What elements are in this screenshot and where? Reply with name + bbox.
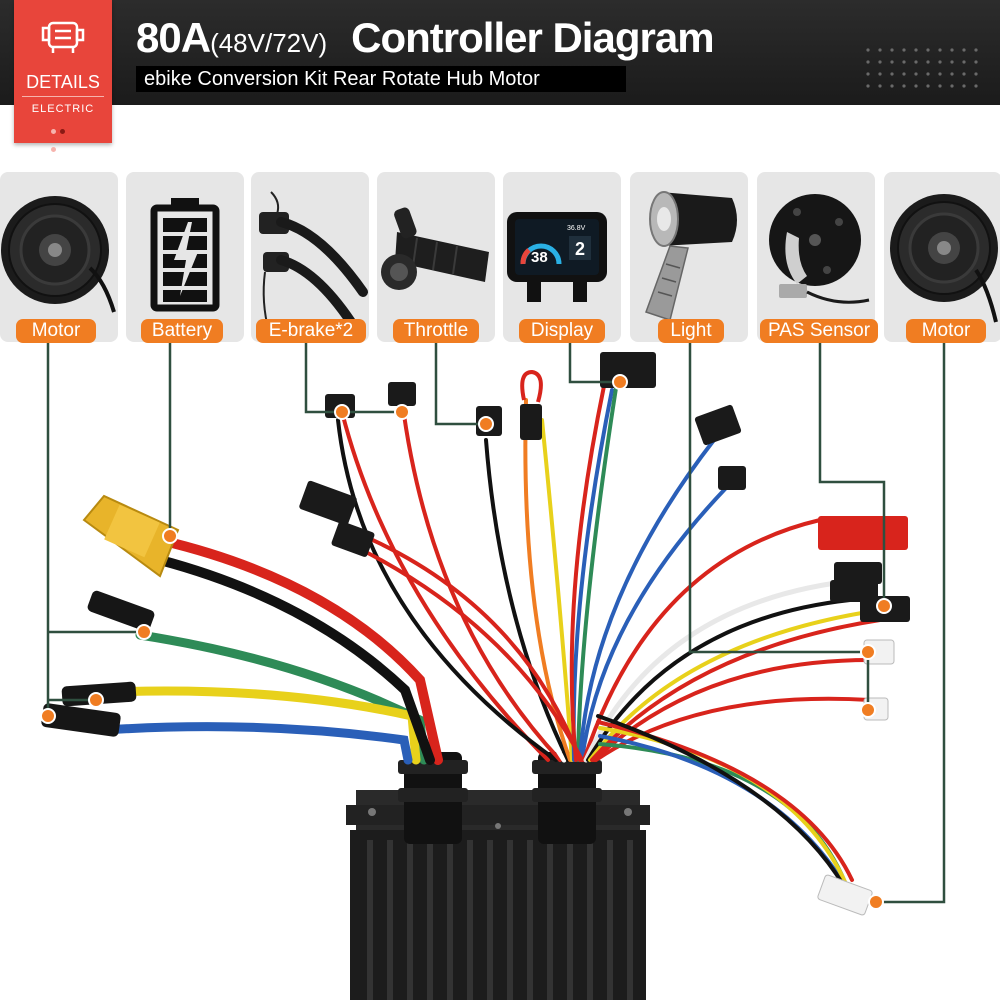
- throttle-grip-icon: [381, 207, 489, 290]
- header-dot: [962, 48, 966, 52]
- header-dot: [926, 60, 930, 64]
- header-dot: [950, 48, 954, 52]
- title-current-rating: 80A: [136, 14, 211, 61]
- lcd-display-icon: 38 2 36.8V: [507, 212, 607, 302]
- label-display: Display: [519, 319, 605, 343]
- display-gear: 2: [575, 239, 585, 259]
- signal-wires: [336, 384, 882, 896]
- header-dot: [938, 84, 942, 88]
- label-throttle: Throttle: [393, 319, 479, 343]
- hub-motor-icon: [1, 196, 116, 313]
- header-dot: [974, 84, 978, 88]
- header-dot: [878, 48, 882, 52]
- header-dot: [914, 60, 918, 64]
- page-subtitle: ebike Conversion Kit Rear Rotate Hub Mot…: [144, 68, 540, 90]
- header-dot: [914, 48, 918, 52]
- card-light: [630, 172, 748, 342]
- brake-lever-icon: [259, 191, 368, 333]
- phase-bullet-connectors: [41, 590, 155, 737]
- header-dot: [950, 84, 954, 88]
- title-voltage: (48V/72V): [210, 28, 328, 58]
- hub-motor-icon: [890, 194, 998, 323]
- cable-gland-left: [398, 752, 468, 844]
- header-dot: [890, 48, 894, 52]
- label-light: Light: [658, 319, 724, 343]
- header-dot: [974, 60, 978, 64]
- header-dot: [902, 48, 906, 52]
- header-dot: [938, 48, 942, 52]
- label-motor-right: Motor: [906, 319, 986, 343]
- header-dot: [974, 72, 978, 76]
- header-dot: [938, 60, 942, 64]
- header-dot: [902, 60, 906, 64]
- badge-sublabel: ELECTRIC: [31, 103, 95, 115]
- header-dot: [902, 72, 906, 76]
- header-dot: [890, 60, 894, 64]
- label-pas-sensor: PAS Sensor: [760, 319, 878, 343]
- header-dot: [938, 72, 942, 76]
- card-pas-sensor: [757, 172, 875, 342]
- header-dot: [926, 84, 930, 88]
- details-badge: DETAILS ELECTRIC: [14, 0, 112, 152]
- header-dot: [914, 72, 918, 76]
- motor-phase-wires: [100, 535, 443, 765]
- leader-lines: [46, 343, 946, 904]
- header-dot: [866, 72, 870, 76]
- header-dot: [962, 60, 966, 64]
- header-dot: [914, 84, 918, 88]
- header-dot: [950, 60, 954, 64]
- header-dot: [878, 84, 882, 88]
- label-battery: Battery: [141, 319, 223, 343]
- header-dot: [878, 72, 882, 76]
- header-dot: [962, 84, 966, 88]
- page-title: 80A(48V/72V) Controller Diagram: [136, 14, 715, 66]
- headlight-icon: [645, 191, 737, 321]
- header-dot: [902, 84, 906, 88]
- decorative-dot-grid: [866, 48, 978, 88]
- pas-sensor-icon: [769, 194, 870, 304]
- battery-icon: [150, 198, 220, 312]
- badge-dots: [51, 121, 77, 152]
- header-dot: [890, 84, 894, 88]
- battery-xt-connector: [82, 494, 180, 578]
- card-display: 38 2 36.8V: [503, 172, 621, 342]
- header-dot: [878, 60, 882, 64]
- badge-divider: [22, 96, 104, 97]
- label-motor-left: Motor: [16, 319, 96, 343]
- header-dot: [926, 72, 930, 76]
- subtitle-bar: ebike Conversion Kit Rear Rotate Hub Mot…: [136, 66, 626, 92]
- card-throttle: [377, 172, 495, 342]
- card-motor-left: [0, 172, 118, 342]
- display-voltage: 36.8V: [567, 225, 586, 232]
- header-dot: [866, 84, 870, 88]
- header-dot: [866, 60, 870, 64]
- display-speed: 38: [531, 249, 548, 266]
- header-dot: [962, 72, 966, 76]
- motor-icon: [41, 21, 85, 53]
- label-e-brake: E-brake*2: [256, 319, 366, 343]
- card-battery: [126, 172, 244, 342]
- badge-label: DETAILS: [26, 72, 100, 92]
- header-banner: 80A(48V/72V) Controller Diagram ebike Con…: [0, 0, 1000, 105]
- header-dot: [974, 48, 978, 52]
- card-motor-right: [884, 172, 1000, 342]
- header-dot: [890, 72, 894, 76]
- header-dot: [950, 72, 954, 76]
- cable-gland-right: [532, 752, 602, 844]
- controller-box: [346, 790, 650, 1000]
- card-e-brake: [251, 172, 369, 342]
- header-dot: [926, 48, 930, 52]
- title-controller-diagram: Controller Diagram: [351, 14, 714, 61]
- header-dot: [866, 48, 870, 52]
- connection-markers: [40, 374, 892, 910]
